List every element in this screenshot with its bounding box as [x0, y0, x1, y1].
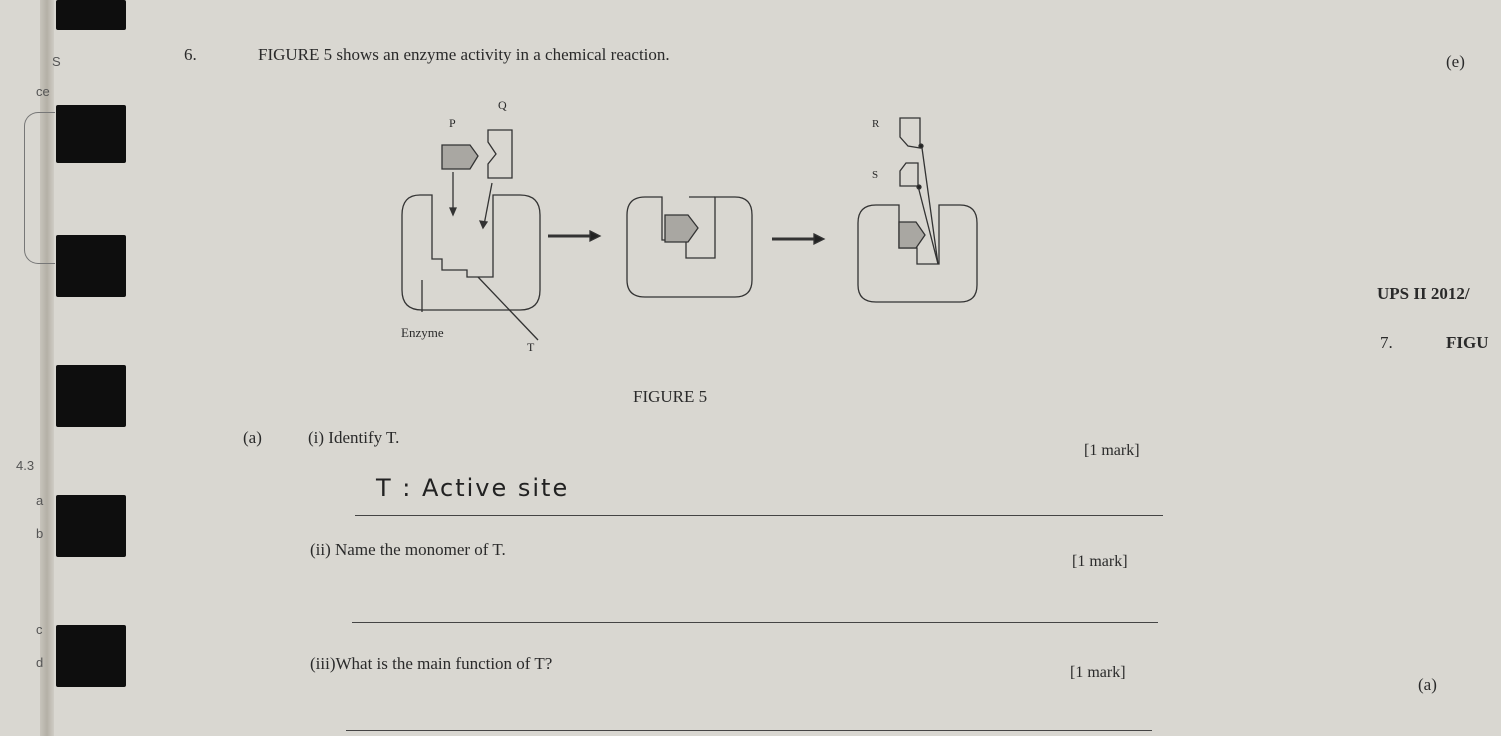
- sub-question-ii: (ii) Name the monomer of T.: [310, 540, 506, 559]
- answer-line-i: [355, 515, 1163, 516]
- enzyme-substrate-stage: [401, 129, 541, 341]
- question-number: 6.: [184, 45, 197, 64]
- enzyme-complex-stage: [626, 196, 753, 298]
- margin-label: d: [36, 655, 44, 670]
- answer-line-iii[interactable]: [346, 730, 1152, 731]
- label-r: R: [872, 118, 880, 130]
- margin-bracket: [24, 112, 55, 264]
- answer-line-ii[interactable]: [352, 622, 1158, 623]
- right-q7-number: 7.: [1380, 333, 1393, 352]
- margin-label: a: [36, 493, 44, 508]
- binder-ring: [56, 365, 126, 427]
- figure-caption: FIGURE 5: [633, 387, 708, 406]
- marks-i: [1 mark]: [1084, 442, 1140, 459]
- binder-spine: [40, 0, 54, 736]
- right-q7-text: FIGU: [1446, 333, 1489, 352]
- binder-ring: [56, 625, 126, 687]
- enzyme-product-stage: [857, 117, 978, 303]
- answer-i[interactable]: T : Active site: [376, 474, 570, 502]
- question-stem: FIGURE 5 shows an enzyme activity in a c…: [258, 45, 670, 64]
- label-enzyme: Enzyme: [401, 325, 444, 340]
- binder-ring: [56, 105, 126, 163]
- margin-label: ce: [36, 84, 50, 99]
- label-q: Q: [498, 98, 507, 112]
- right-header: UPS II 2012/: [1377, 284, 1470, 303]
- binder-ring: [56, 0, 126, 30]
- part-a-label: (a): [243, 428, 262, 447]
- marks-iii: [1 mark]: [1070, 664, 1126, 681]
- sub-question-iii: (iii)What is the main function of T?: [310, 654, 553, 673]
- binder-ring: [56, 235, 126, 297]
- enzyme-diagram: [401, 117, 978, 341]
- margin-label: b: [36, 526, 44, 541]
- binder-ring: [56, 495, 126, 557]
- marks-ii: [1 mark]: [1072, 553, 1128, 570]
- label-t: T: [527, 340, 535, 354]
- right-e-label: (e): [1446, 52, 1465, 71]
- margin-label: c: [36, 622, 43, 637]
- label-s: S: [872, 169, 879, 181]
- label-p: P: [449, 116, 456, 130]
- right-a-label: (a): [1418, 675, 1437, 694]
- sub-question-i: (i) Identify T.: [308, 428, 400, 447]
- margin-label: S: [52, 54, 61, 69]
- margin-label: 4.3: [16, 458, 35, 473]
